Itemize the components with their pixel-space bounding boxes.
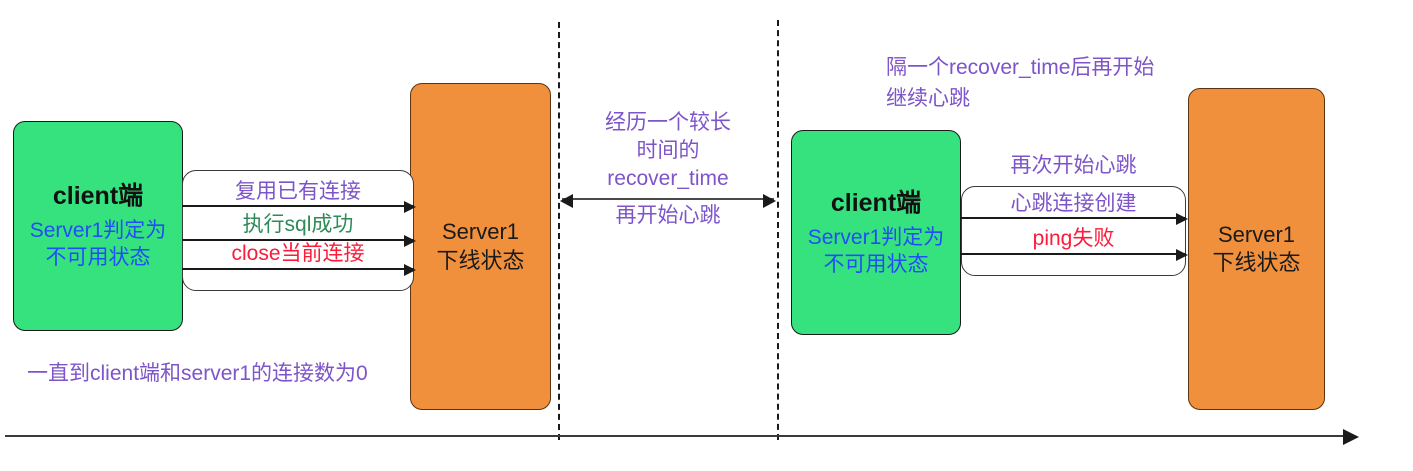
- phase2-edge-label-2: ping失败: [1032, 227, 1115, 250]
- phase1-arrow-1: [182, 200, 416, 213]
- phase2-connector-frame: [961, 186, 1186, 276]
- phase1-client-title: client端: [52, 182, 144, 211]
- phase1-arrow-3: [182, 263, 416, 276]
- phase1-client-node: client端 Server1判定为 不可用状态: [13, 121, 183, 331]
- phase2-server-line2: 下线状态: [1212, 250, 1301, 275]
- phase1-server-line1: Server1: [441, 219, 520, 245]
- gap-note-line2: 时间的: [636, 139, 700, 162]
- phase2-client-subtitle-line2: 不可用状态: [823, 252, 929, 276]
- phase2-top-note-line2: 继续心跳: [886, 87, 970, 110]
- time-axis: [5, 429, 1359, 445]
- gap-note-line4: 再开始心跳: [615, 204, 721, 227]
- phase2-server-line1: Server1: [1217, 221, 1296, 247]
- phase2-heading-label: 再次开始心跳: [1010, 154, 1137, 177]
- phase2-server-node: Server1 下线状态: [1188, 88, 1325, 410]
- phase1-arrow-2: [182, 234, 416, 247]
- phase2-client-title: client端: [830, 188, 922, 217]
- phase1-connector-frame: [182, 170, 414, 291]
- phase2-client-node: client端 Server1判定为 不可用状态: [791, 130, 961, 335]
- phase1-edge-label-2: 执行sql成功: [242, 213, 354, 236]
- phase1-edge-label-3: close当前连接: [231, 242, 365, 265]
- phase2-edge-label-1: 心跳连接创建: [1010, 192, 1137, 215]
- phase1-client-subtitle-line2: 不可用状态: [45, 246, 151, 269]
- gap-note-line1: 经历一个较长: [605, 111, 731, 134]
- phase1-server-node: Server1 下线状态: [410, 83, 551, 410]
- phase2-client-subtitle-line1: Server1判定为: [807, 225, 945, 249]
- phase2-top-note-line1: 隔一个recover_time后再开始: [886, 56, 1155, 79]
- gap-dashed-line-left: [558, 22, 560, 440]
- phase1-client-subtitle-line1: Server1判定为: [29, 219, 167, 243]
- phase2-arrow-2: [961, 248, 1188, 261]
- phase2-arrow-1: [961, 212, 1188, 225]
- phase1-server-line2: 下线状态: [436, 247, 525, 273]
- phase1-edge-label-1: 复用已有连接: [235, 180, 361, 203]
- gap-span-arrow: [560, 193, 776, 208]
- gap-note-line3: recover_time: [607, 167, 729, 190]
- phase1-footnote: 一直到client端和server1的连接数为0: [27, 362, 368, 385]
- gap-dashed-line-right: [777, 20, 779, 440]
